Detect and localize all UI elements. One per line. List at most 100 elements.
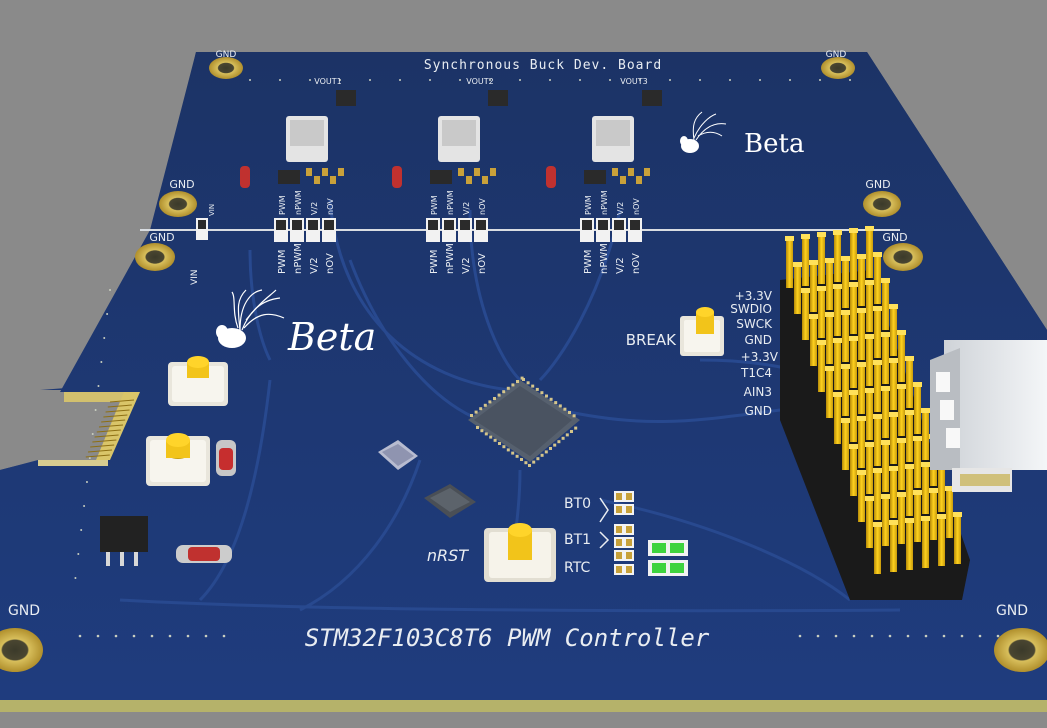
gnd-label: GND [865,178,890,191]
pin-label: nPWM [293,243,304,274]
gnd-labels: GND GND GND GND GND GND GND GND [8,50,1028,619]
pin-label: V/2 [461,257,472,274]
header-pin [890,362,897,410]
mounting-holes [0,57,1047,672]
header-pin-label: GND [744,404,772,418]
header-pin [834,342,841,390]
beta-logo-small-text: Beta [744,129,804,159]
capacitor [546,166,556,188]
pin-label-upper: PWM [430,195,439,215]
header-pin [874,364,881,412]
pin-label-upper: nPWM [600,190,609,215]
pin-label: nOV [477,253,488,274]
status-leds [648,540,688,576]
header-pin [890,416,897,464]
gnd-label: GND [169,178,194,191]
header-pin [866,338,873,386]
gnd-label: GND [826,50,847,60]
header-pin-label: +3.3V [735,289,773,303]
header-pin [882,390,889,438]
header-pin [866,284,873,332]
beta-logo-text: Beta [287,315,376,359]
mounting-hole-icon [863,191,901,217]
silkscreen-dots [74,79,1000,638]
break-switch[interactable]: BREAK [626,307,724,356]
pin-label-upper: V/2 [310,202,319,215]
boot-label-bt1: BT1 [564,532,591,548]
gnd-label: GND [149,231,174,244]
pin-label: nPWM [599,243,610,274]
mounting-hole-icon [821,57,855,79]
pin-label: nOV [631,253,642,274]
mounting-hole-icon [0,628,43,672]
gnd-label: GND [216,50,237,60]
mounting-hole-icon [883,243,923,271]
vout-label: VOUT1 [314,77,341,86]
header-pin [842,422,849,470]
header-pin [890,470,897,518]
header-pin [866,446,873,494]
header-pin [850,286,857,334]
pin-label: V/2 [309,257,320,274]
header-pin [906,468,913,516]
header-pin [874,418,881,466]
header-pin [922,466,929,514]
header-pin [850,394,857,442]
header-pin [874,526,881,574]
beta-logo-small: Beta [680,111,804,159]
header-pin [914,440,921,488]
header-pin [818,290,825,338]
header-pin [946,490,953,538]
header-pin [866,500,873,548]
header-pin [842,368,849,416]
header-pin [858,474,865,522]
pin-label-upper: PWM [278,195,287,215]
tactile-switch-icon[interactable] [168,356,228,406]
header-pin [898,442,905,490]
header-pin [834,288,841,336]
header-pin-label: GND [744,333,772,347]
header-pin-label: AIN3 [744,385,772,399]
mounting-hole-icon [209,57,243,79]
header-pin [834,234,841,282]
pin-label: nPWM [445,243,456,274]
reset-label: nRST [427,546,469,565]
tactile-switch-icon[interactable] [146,433,210,486]
header-pin [922,520,929,568]
header-pin [898,496,905,544]
header-pin [826,370,833,418]
small-ic [424,484,476,518]
header-pin [826,262,833,310]
header-pin [914,494,921,542]
pin-label-upper: V/2 [462,202,471,215]
header-pin [938,464,945,512]
vin-label: VIN [190,269,200,285]
usb-connector-icon[interactable] [930,340,1047,492]
mounting-hole-icon [135,243,175,271]
header-pin [898,388,905,436]
pin-label-upper: nPWM [446,190,455,215]
reset-switch[interactable]: nRST [427,523,556,582]
pin-header-icon[interactable] [780,226,970,600]
mosfet [642,90,662,106]
driver-ic [584,170,606,184]
tree-logo-icon [231,289,285,331]
pcb-edge [0,700,1047,712]
header-pin [810,318,817,366]
header-pin [906,522,913,570]
header-pin [866,392,873,440]
header-pin [842,260,849,308]
header-pin [898,334,905,382]
header-pin [874,256,881,304]
edge-connector [38,392,140,466]
mosfet [488,90,508,106]
header-pin [890,308,897,356]
tree-logo-icon [692,111,727,141]
header-pin [874,472,881,520]
header-pin [930,492,937,540]
gnd-label: GND [996,603,1028,619]
mcu-chip [468,376,580,467]
header-pin [938,518,945,566]
header-pin [850,340,857,388]
